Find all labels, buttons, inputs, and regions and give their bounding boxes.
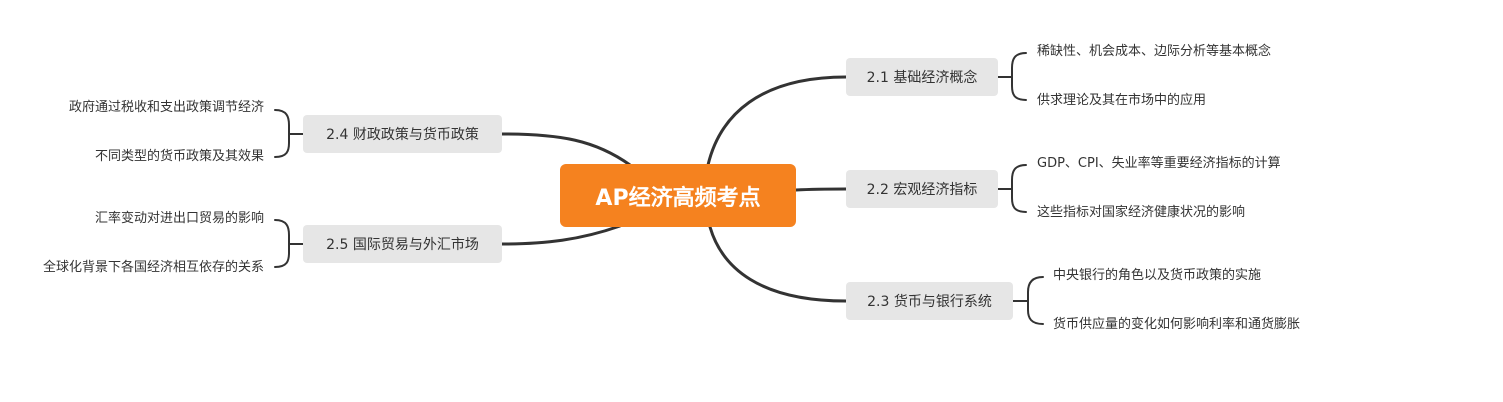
branch-2-1[interactable]: 2.1 基础经济概念 (846, 58, 998, 96)
branch-2-4[interactable]: 2.4 财政政策与货币政策 (303, 115, 502, 153)
leaf-2-3-2[interactable]: 货币供应量的变化如何影响利率和通货膨胀 (1053, 317, 1301, 332)
leaf-2-1-2[interactable]: 供求理论及其在市场中的应用 (1037, 93, 1207, 108)
brace-2-5 (274, 219, 304, 268)
leaf-2-2-2[interactable]: 这些指标对国家经济健康状况的影响 (1037, 205, 1246, 220)
brace-2-3 (1012, 276, 1044, 325)
leaf-2-4-2[interactable]: 不同类型的货币政策及其效果 (94, 149, 264, 164)
connector-root-to-2-4 (500, 132, 632, 167)
connector-root-to-2-2 (794, 187, 848, 192)
leaf-2-5-1[interactable]: 汇率变动对进出口贸易的影响 (94, 211, 264, 226)
branch-2-2[interactable]: 2.2 宏观经济指标 (846, 170, 998, 208)
leaf-2-5-2[interactable]: 全球化背景下各国经济相互依存的关系 (42, 260, 264, 275)
leaf-2-4-1[interactable]: 政府通过税收和支出政策调节经济 (68, 100, 264, 115)
brace-2-4 (274, 109, 304, 158)
leaf-2-1-1[interactable]: 稀缺性、机会成本、边际分析等基本概念 (1037, 44, 1272, 59)
brace-2-1 (997, 52, 1027, 101)
brace-2-2 (997, 164, 1027, 213)
leaf-2-2-1[interactable]: GDP、CPI、失业率等重要经济指标的计算 (1037, 156, 1281, 171)
leaf-2-3-1[interactable]: 中央银行的角色以及货币政策的实施 (1053, 268, 1262, 283)
connector-root-to-2-5 (500, 224, 622, 246)
branch-2-5[interactable]: 2.5 国际贸易与外汇市场 (303, 225, 502, 263)
connector-root-to-2-1 (706, 75, 848, 167)
root-topic[interactable]: AP经济高频考点 (560, 164, 796, 227)
branch-2-3[interactable]: 2.3 货币与银行系统 (846, 282, 1013, 320)
connector-root-to-2-3 (708, 225, 848, 303)
